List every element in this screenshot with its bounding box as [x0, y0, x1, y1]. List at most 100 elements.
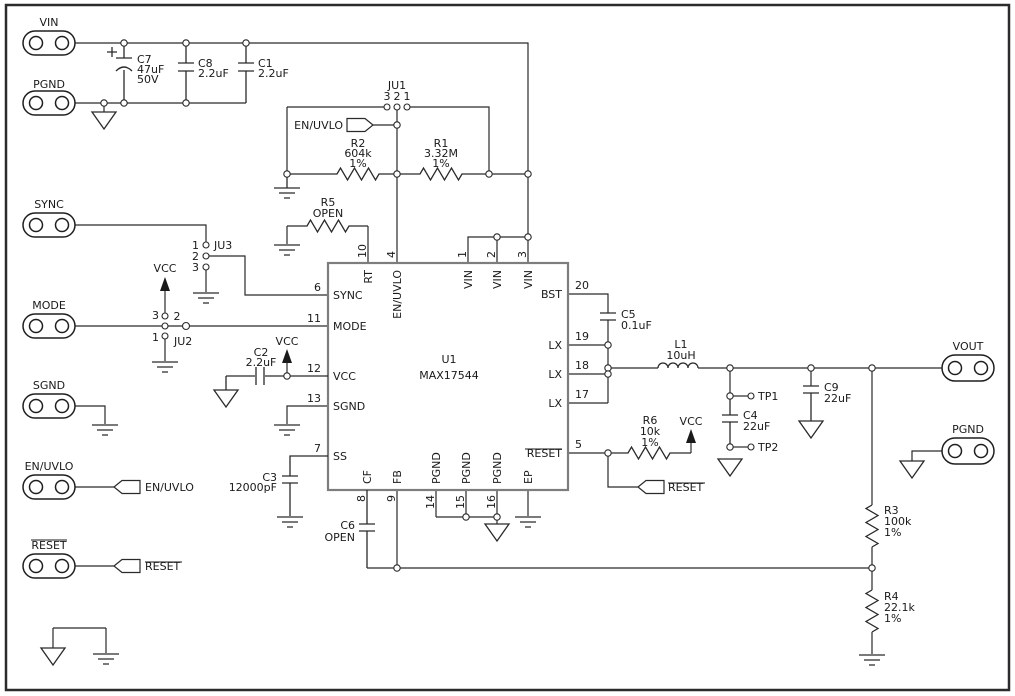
junction: [182, 39, 190, 47]
c9-refdes: C9: [824, 381, 839, 394]
connector-hole: [54, 35, 70, 51]
junction: [604, 370, 612, 378]
ju3-refdes: JU3: [213, 239, 232, 252]
ic-pin-num-enuvlo: 4: [385, 251, 398, 258]
connector-sync: SYNC: [22, 198, 76, 238]
net-flag-label: EN/UVLO: [294, 119, 343, 132]
c6-refdes: C6: [340, 519, 355, 532]
ic-pin-num-vin1: 1: [456, 251, 469, 258]
connector-hole: [28, 558, 44, 574]
wire-junctions: [100, 39, 876, 572]
ic-pin-num-vin3: 3: [516, 251, 529, 258]
ju3-pin2-label: 2: [192, 250, 199, 263]
tp1-label: TP1: [757, 390, 778, 403]
c5-symbol: [600, 312, 616, 321]
junction: [283, 372, 291, 380]
connector-enuvlo: EN/UVLO: [22, 460, 76, 500]
vcc-supply-r6: VCC: [680, 415, 703, 453]
ju2-pin1-label: 1: [152, 331, 159, 344]
ic-pin-label-pgnd14: PGND: [430, 452, 443, 484]
pgnd-symbol-c9: [797, 420, 825, 440]
junction: [868, 564, 876, 572]
capacitor-c4: C4 22uF: [722, 399, 770, 444]
net-flag-icon: [113, 558, 141, 574]
ic-pin-num-lx17: 17: [575, 388, 589, 401]
net-lx-wires: [568, 320, 942, 404]
ic-pin-label-lx17: LX: [548, 397, 562, 410]
ju2-refdes: JU2: [173, 335, 192, 348]
net-flag-enuvlo-top: EN/UVLO: [294, 117, 374, 133]
net-flag-label: RESET: [145, 560, 181, 573]
junction: [726, 364, 734, 372]
connector-hole: [54, 398, 70, 414]
ic-pin-num-pgnd15: 15: [454, 495, 467, 509]
c9-value: 22uF: [824, 392, 851, 405]
ic-u1: U1 MAX17544 6 11 12 13 7 SYNC MODE VCC S…: [307, 244, 589, 509]
ic-pin-label-ss: SS: [333, 450, 347, 463]
connector-label: SGND: [33, 379, 65, 392]
ic-pin-label-vcc: VCC: [333, 370, 356, 383]
ju2-pin2: [181, 321, 191, 331]
r5-value: OPEN: [313, 207, 343, 220]
ic-pin-num-pgnd14: 14: [424, 495, 437, 509]
ic-pin-num-vin2: 2: [485, 251, 498, 258]
resistor-r2: R2 604k 1%: [290, 137, 394, 182]
net-vin-wires: [75, 42, 529, 263]
net-rt-wires: [286, 226, 369, 263]
r2-tolerance: 1%: [349, 157, 366, 170]
sgnd-symbol-ep: [515, 516, 541, 528]
resistor-r6: R6 10k 1%: [611, 414, 691, 461]
l1-symbol: [657, 362, 699, 369]
r1-symbol: [400, 166, 486, 182]
junction: [462, 513, 470, 521]
connector-hole: [54, 95, 70, 111]
connector-hole: [54, 558, 70, 574]
ic-pin-label-fb: FB: [391, 470, 404, 484]
connector-hole: [947, 360, 963, 376]
connector-hole: [28, 479, 44, 495]
ic-pin-label-lx19: LX: [548, 339, 562, 352]
r6-tolerance: 1%: [641, 436, 658, 449]
ju3-pin3-label: 3: [192, 261, 199, 274]
connector-hole: [54, 479, 70, 495]
net-flag-label: RESET: [668, 481, 704, 494]
connector-hole: [28, 318, 44, 334]
junction: [604, 341, 612, 349]
junction: [524, 170, 532, 178]
l1-refdes: L1: [674, 338, 687, 351]
inductor-l1: L1 10uH: [657, 338, 699, 369]
sgnd-symbol-r2: [274, 174, 300, 199]
connector-hole: [28, 217, 44, 233]
junction: [604, 449, 612, 457]
r2-symbol: [290, 166, 394, 182]
r6-value: 10k: [640, 425, 661, 438]
ic-pin-num-reset: 5: [575, 438, 582, 451]
c4-symbol: [722, 399, 738, 444]
net-flag-label: EN/UVLO: [145, 481, 194, 494]
page-border: [4, 3, 1011, 692]
connector-label: PGND: [952, 423, 984, 436]
capacitor-c1: C1 2.2uF: [238, 43, 289, 103]
junction: [868, 364, 876, 372]
r2-value: 604k: [344, 147, 372, 160]
c5-value: 0.1uF: [621, 319, 652, 332]
vcc-label: VCC: [680, 415, 703, 428]
tp1-pad: [747, 392, 755, 400]
r6-refdes: R6: [643, 414, 658, 427]
sgnd-symbol-c3: [277, 516, 303, 528]
sgnd-symbol-conn: [92, 424, 118, 436]
c1-value: 2.2uF: [258, 67, 289, 80]
ju3-pin2: [202, 252, 210, 260]
c7-symbol: [107, 43, 133, 103]
connector-label: VIN: [40, 16, 59, 29]
capacitor-c5: C5 0.1uF: [600, 308, 652, 332]
ground-tie-wires: [52, 627, 107, 653]
c3-symbol: [282, 455, 328, 516]
ic-pin-label-vin3: VIN: [522, 270, 535, 289]
sgnd-symbol-ju3: [193, 292, 219, 304]
ic-pin-num-fb: 9: [385, 495, 398, 502]
sgnd-symbol-tie: [93, 653, 119, 665]
capacitor-c6: C6 OPEN: [325, 490, 397, 569]
capacitor-c7: C7 47uF 50V: [107, 43, 164, 103]
